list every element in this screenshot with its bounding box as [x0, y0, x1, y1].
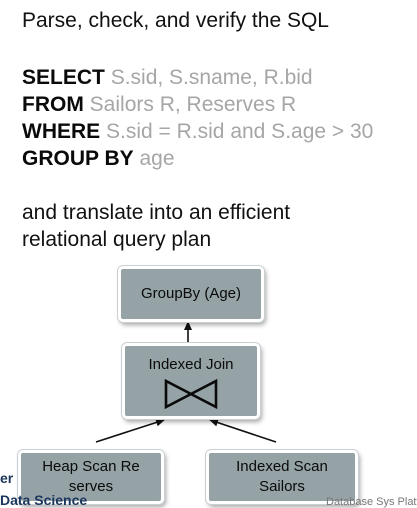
bowtie-join-icon	[164, 379, 218, 409]
sql-argument: Sailors R, Reserves R	[89, 93, 297, 116]
slide-heading: Parse, check, and verify the SQL	[22, 9, 329, 32]
indexed-join-label: Indexed Join	[148, 356, 234, 373]
footer-fragment-1: er	[0, 470, 14, 486]
sql-keyword: FROM	[22, 93, 84, 116]
indexed-scan-label-2: Sailors	[259, 478, 305, 495]
sql-argument: age	[139, 147, 175, 170]
sql-groupby-line: GROUP BY age	[22, 145, 373, 172]
groupby-node: GroupBy (Age)	[118, 266, 264, 322]
sql-where-line: WHERE S.sid = R.sid and S.age > 30	[22, 118, 373, 145]
edge-idx-to-join	[209, 418, 277, 443]
translate-line-1: and translate into an efficient	[22, 201, 291, 224]
heap-scan-label-1: Heap Scan Re	[42, 458, 140, 475]
heap-scan-node: Heap Scan Re serves	[18, 450, 164, 504]
groupby-label: GroupBy (Age)	[140, 285, 242, 302]
translate-text: and translate into an efficient relation…	[22, 199, 290, 253]
indexed-scan-node: Indexed Scan Sailors	[206, 450, 358, 504]
footer-fragment-3: Database Sys Platf	[326, 496, 417, 508]
edge-heap-to-join	[95, 418, 165, 443]
sql-query: SELECT S.sid, S.sname, R.bid FROM Sailor…	[22, 64, 373, 172]
sql-select-line: SELECT S.sid, S.sname, R.bid	[22, 64, 373, 91]
translate-line-2: relational query plan	[22, 228, 212, 251]
sql-keyword: WHERE	[22, 120, 101, 143]
sql-argument: S.sid, S.sname, R.bid	[110, 66, 313, 89]
footer-fragment-2: Data Science	[0, 492, 88, 508]
indexed-scan-label-1: Indexed Scan	[236, 458, 328, 475]
sql-from-line: FROM Sailors R, Reserves R	[22, 91, 373, 118]
sql-argument: S.sid = R.sid and S.age > 30	[106, 120, 374, 143]
heap-scan-label-2: serves	[68, 478, 114, 495]
sql-keyword: GROUP BY	[22, 147, 134, 170]
indexed-join-node: Indexed Join	[122, 343, 260, 419]
sql-keyword: SELECT	[22, 66, 105, 89]
